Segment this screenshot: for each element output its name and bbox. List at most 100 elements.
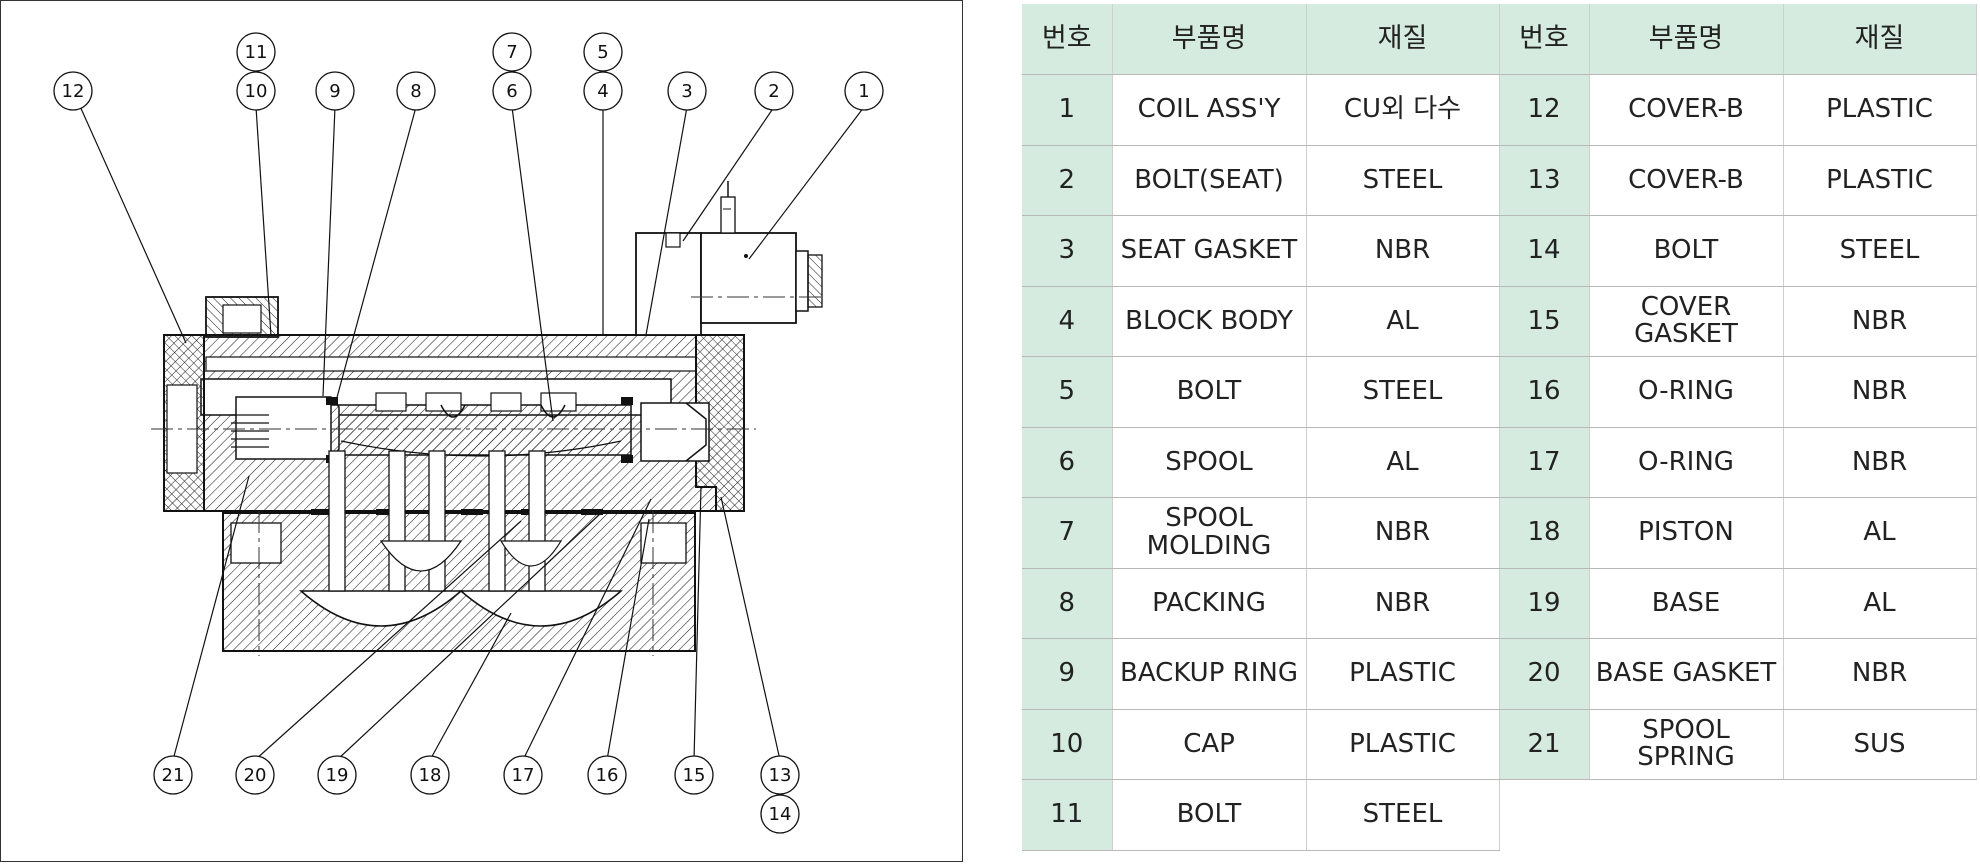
part-name: BOLT(SEAT) [1112, 145, 1307, 216]
empty-cell [1499, 779, 1589, 850]
part-material: NBR [1783, 427, 1977, 498]
callout-16: 16 [587, 755, 627, 795]
part-material: PLASTIC [1306, 709, 1500, 780]
spool-spring [231, 414, 269, 448]
header-part-name: 부품명 [1589, 4, 1784, 75]
part-number: 14 [1499, 215, 1590, 287]
part-material: NBR [1783, 638, 1977, 710]
callout-18: 18 [410, 755, 450, 795]
part-name: PISTON [1589, 497, 1784, 569]
callout-20: 20 [235, 755, 275, 795]
callout-19: 19 [317, 755, 357, 795]
part-material: STEEL [1306, 356, 1500, 428]
svg-text:7: 7 [506, 42, 517, 63]
callout-15: 15 [674, 755, 714, 795]
callout-10: 10 [236, 71, 276, 111]
callout-17: 17 [503, 755, 543, 795]
callout-4: 4 [583, 71, 623, 111]
header-no: 번호 [1499, 4, 1590, 75]
svg-text:13: 13 [769, 765, 792, 786]
svg-text:3: 3 [681, 81, 692, 102]
coil-assembly [635, 181, 823, 336]
part-number: 21 [1499, 709, 1590, 780]
part-material: NBR [1306, 215, 1500, 287]
part-number: 1 [1022, 74, 1113, 146]
part-number: 6 [1022, 427, 1113, 498]
part-name: COVER-B [1589, 145, 1784, 216]
part-number: 9 [1022, 638, 1113, 710]
part-name: BASE [1589, 568, 1784, 639]
part-material: NBR [1306, 568, 1500, 639]
part-name: COIL ASS'Y [1112, 74, 1307, 146]
svg-text:6: 6 [506, 81, 517, 102]
right-cover [640, 334, 745, 512]
part-number: 7 [1022, 497, 1113, 569]
part-number: 19 [1499, 568, 1590, 639]
part-material: AL [1783, 497, 1977, 569]
base [222, 450, 696, 652]
header-material: 재질 [1783, 4, 1977, 75]
part-number: 15 [1499, 286, 1590, 357]
part-number: 10 [1022, 709, 1113, 780]
part-number: 8 [1022, 568, 1113, 639]
part-name: BOLT [1112, 779, 1307, 851]
callout-14: 14 [760, 794, 800, 834]
part-material: SUS [1783, 709, 1977, 780]
svg-text:14: 14 [769, 804, 792, 825]
svg-text:18: 18 [419, 765, 442, 786]
valve-section-svg: 1 2 3 4 5 6 7 8 9 10 11 12 13 14 15 16 1… [53, 32, 884, 834]
svg-text:19: 19 [326, 765, 349, 786]
part-name: PACKING [1112, 568, 1307, 639]
svg-text:20: 20 [244, 765, 267, 786]
part-material: PLASTIC [1783, 145, 1977, 216]
part-material: AL [1306, 286, 1500, 357]
left-cover [163, 334, 205, 512]
callout-21: 21 [153, 755, 193, 795]
callout-11: 11 [236, 32, 276, 72]
part-number: 16 [1499, 356, 1590, 428]
callout-7: 7 [492, 32, 532, 72]
callout-3: 3 [667, 71, 707, 111]
part-number: 20 [1499, 638, 1590, 710]
part-name: BOLT [1112, 356, 1307, 428]
svg-text:8: 8 [410, 81, 421, 102]
table-header-row: 번호 부품명 재질 번호 부품명 재질 [1022, 4, 1977, 75]
part-material: NBR [1306, 497, 1500, 569]
part-number: 12 [1499, 74, 1590, 146]
svg-text:16: 16 [596, 765, 619, 786]
part-material: PLASTIC [1783, 74, 1977, 146]
part-name: SPOOL SPRING [1589, 709, 1784, 780]
svg-text:12: 12 [62, 81, 85, 102]
callout-6: 6 [492, 71, 532, 111]
callout-9: 9 [315, 71, 355, 111]
part-material: AL [1306, 427, 1500, 498]
part-name: COVER-B [1589, 74, 1784, 146]
part-material: CU외 다수 [1306, 74, 1500, 146]
callout-12: 12 [53, 71, 93, 111]
part-material: PLASTIC [1306, 638, 1500, 710]
svg-text:2: 2 [768, 81, 779, 102]
part-name: CAP [1112, 709, 1307, 780]
part-name: BASE GASKET [1589, 638, 1784, 710]
part-name: O-RING [1589, 356, 1784, 428]
part-name: SEAT GASKET [1112, 215, 1307, 287]
part-material: AL [1783, 568, 1977, 639]
part-number: 4 [1022, 286, 1113, 357]
part-material: STEEL [1306, 145, 1500, 216]
cross-section-drawing: 1 2 3 4 5 6 7 8 9 10 11 12 13 14 15 16 1… [0, 0, 963, 862]
part-number: 18 [1499, 497, 1590, 569]
part-number: 2 [1022, 145, 1113, 216]
part-name: O-RING [1589, 427, 1784, 498]
svg-text:9: 9 [329, 81, 340, 102]
callout-13: 13 [760, 755, 800, 795]
part-name: SPOOL MOLDING [1112, 497, 1307, 569]
